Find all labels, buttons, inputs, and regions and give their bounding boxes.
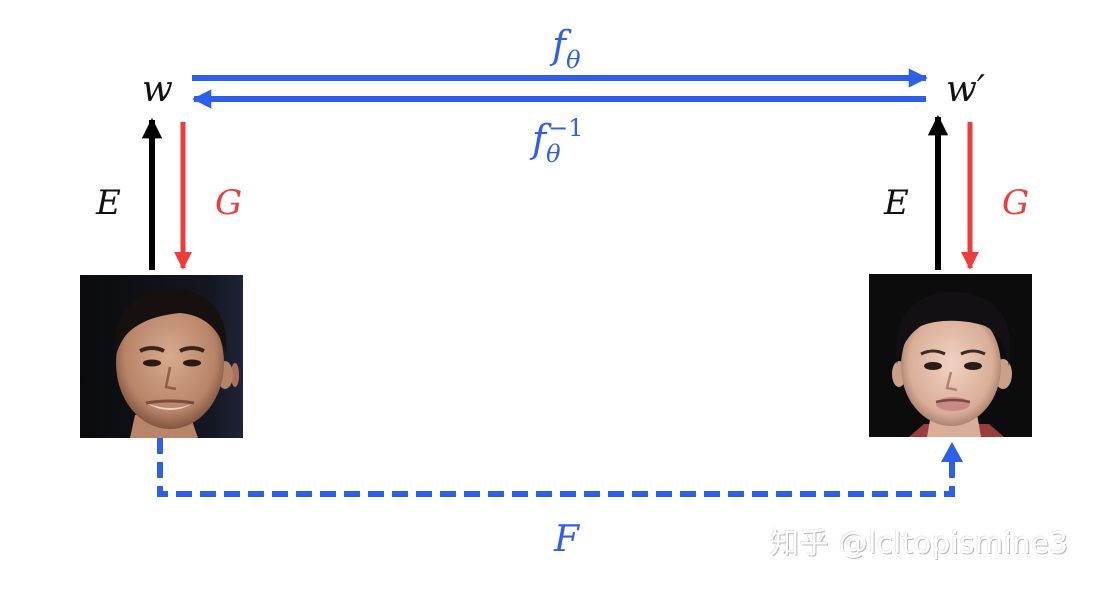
latent-w-label: w xyxy=(142,69,173,110)
target-face-image xyxy=(869,274,1032,437)
encoder-label-right: E xyxy=(884,183,909,223)
image-transform-arrow xyxy=(157,438,963,497)
inverse-map-superscript: −1 xyxy=(548,114,584,142)
forward-map-label: fθ xyxy=(552,23,581,72)
inverse-map-base: f xyxy=(532,117,547,161)
forward-map-base: f xyxy=(552,23,567,67)
encoder-label-left: E xyxy=(96,183,121,223)
latent-w-prime-label: w′ xyxy=(946,69,985,110)
source-face-image xyxy=(80,275,243,438)
watermark-text: 知乎 @lcltopismine3 xyxy=(770,526,1069,560)
generator-label-left: G xyxy=(215,183,243,223)
inverse-map-subscript: θ xyxy=(546,140,561,168)
forward-map-subscript: θ xyxy=(566,46,581,74)
image-transform-label: F xyxy=(554,519,579,560)
generator-label-right: G xyxy=(1002,183,1030,223)
